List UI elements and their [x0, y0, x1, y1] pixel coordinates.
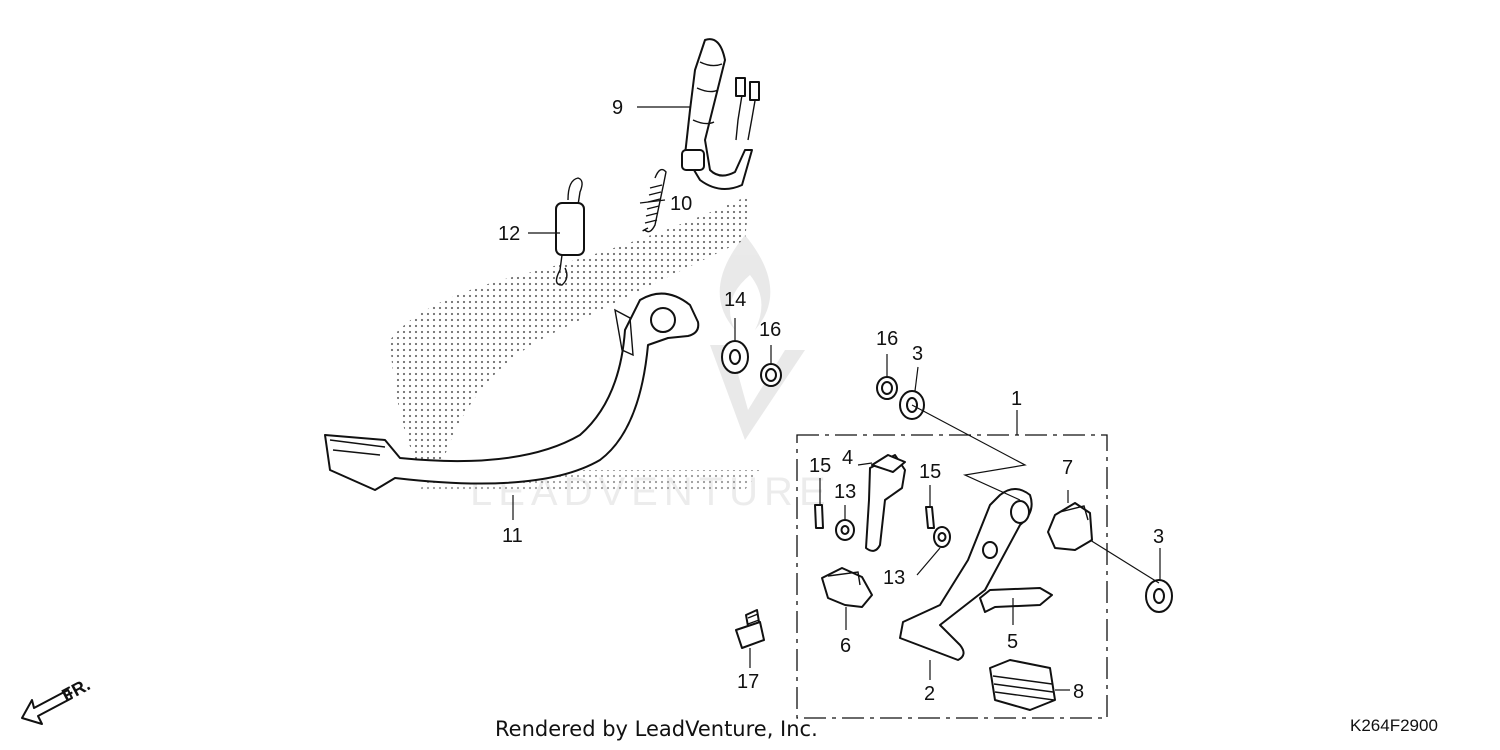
assembly-bounding-box — [796, 434, 1108, 719]
callout-13-right: 13 — [883, 567, 905, 589]
washer-13-left — [835, 519, 855, 541]
render-credit: Rendered by LeadVenture, Inc. — [495, 717, 818, 741]
callout-10: 10 — [670, 193, 692, 215]
pin-15-right — [925, 506, 935, 529]
callout-12: 12 — [498, 223, 520, 245]
callout-4: 4 — [842, 447, 853, 469]
callout-labels: 9 10 12 14 16 16 3 1 4 15 15 13 7 3 13 6… — [498, 97, 1164, 705]
joint-7 — [1047, 502, 1093, 551]
brake-light-switch — [681, 38, 760, 190]
return-spring-large — [555, 177, 585, 286]
bolt-17 — [735, 609, 765, 649]
callout-14: 14 — [724, 289, 746, 311]
leader-lines — [512, 106, 1161, 691]
callout-15-left: 15 — [809, 455, 831, 477]
callout-15-right: 15 — [919, 461, 941, 483]
watermark-logo: LEADVENTURE — [470, 235, 826, 514]
callout-6: 6 — [840, 635, 851, 657]
circlip-16-right — [876, 376, 898, 400]
pedal-rubber — [989, 659, 1056, 711]
shift-rod — [979, 587, 1053, 613]
background-dotted-wing — [390, 195, 750, 470]
callout-2: 2 — [924, 683, 935, 705]
washer-3-right — [1145, 579, 1173, 613]
diagram-code: K264F2900 — [1350, 716, 1438, 735]
callout-16-left: 16 — [759, 319, 781, 341]
callout-8: 8 — [1073, 681, 1084, 703]
return-spring-small — [642, 168, 667, 233]
callout-9: 9 — [612, 97, 623, 119]
callout-3-upper: 3 — [912, 343, 923, 365]
callout-11: 11 — [502, 525, 523, 547]
front-direction-arrow: FR. — [21, 674, 93, 725]
joint-6 — [821, 567, 873, 608]
shift-pedal — [899, 488, 1033, 661]
callout-7: 7 — [1062, 457, 1073, 479]
callout-5: 5 — [1007, 631, 1018, 653]
brake-pedal-arm — [324, 292, 700, 491]
washer-14 — [721, 340, 749, 374]
callout-3-right: 3 — [1153, 526, 1164, 548]
callout-17: 17 — [737, 671, 759, 693]
callout-1: 1 — [1011, 388, 1022, 410]
washer-13-right — [933, 526, 951, 548]
circlip-16-left — [760, 363, 782, 387]
shift-link-arm — [865, 454, 906, 552]
callout-13-left: 13 — [834, 481, 856, 503]
pin-15-left — [814, 504, 824, 529]
callout-16-right: 16 — [876, 328, 898, 350]
